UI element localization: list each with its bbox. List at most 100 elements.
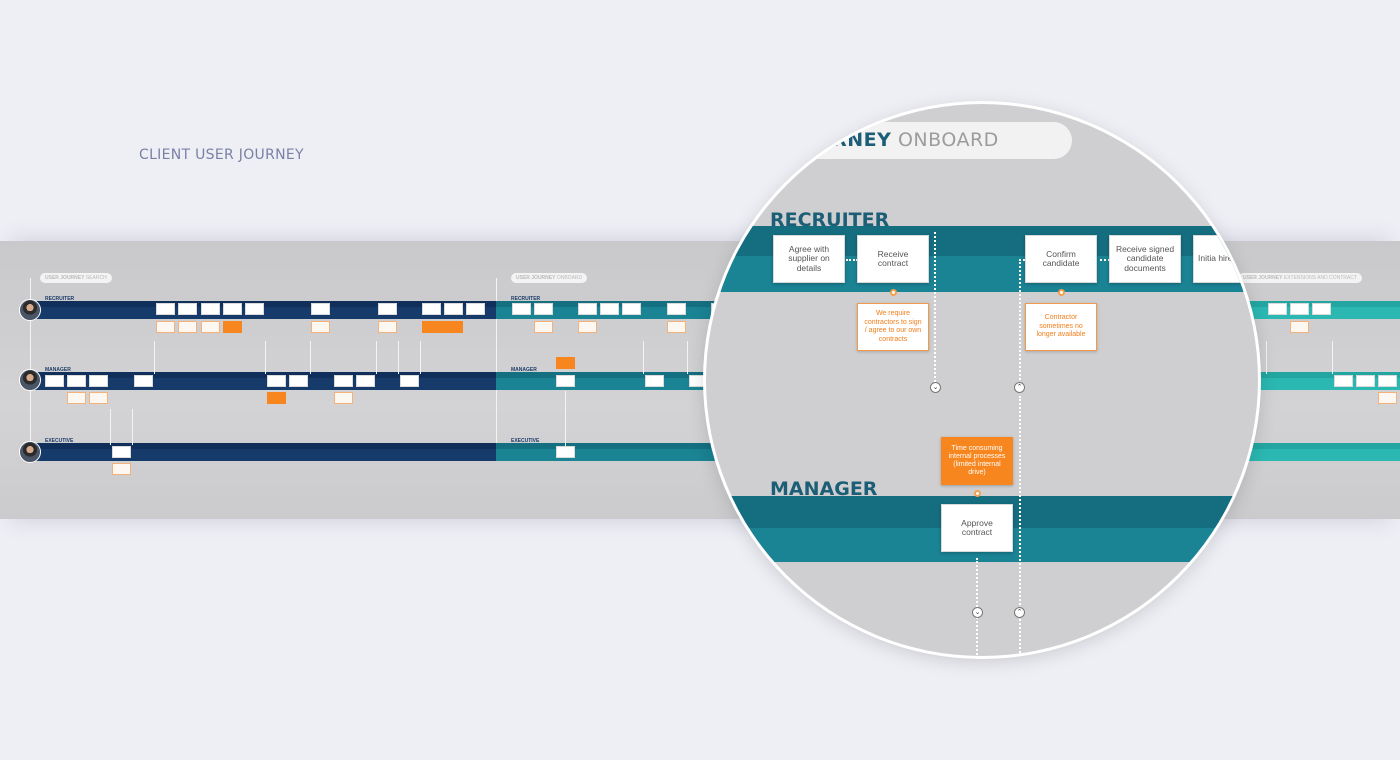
connector-line [132,409,133,445]
connector-line [1266,341,1267,374]
section-divider [30,278,31,453]
lane-executive-extensions [1240,443,1400,461]
step-card [1290,303,1309,315]
step-card [201,303,220,315]
magnifier-lens: JOURNEY ONBOARD RECRUITER MANAGER Agree … [706,104,1258,656]
step-card [622,303,641,315]
note-card [534,321,553,333]
connector-line [376,341,377,374]
zoom-connector [1019,259,1025,261]
step-card [556,375,575,387]
step-card [1378,375,1397,387]
step-card [667,303,686,315]
collapse-chevron-icon[interactable]: ⌄ [930,382,941,393]
lane-label-manager: MANAGER [511,367,537,373]
step-card [134,375,153,387]
connector-line [687,341,688,374]
pain-card [223,321,242,333]
zoom-lane-label-recruiter: RECRUITER [770,209,890,231]
expand-chevron-icon[interactable]: ⌃ [1014,382,1025,393]
step-card [223,303,242,315]
step-card [600,303,619,315]
connector-line [110,409,111,445]
note-card [67,392,86,404]
connector-line [643,341,644,374]
step-card [245,303,264,315]
zoom-connector [1019,259,1021,384]
step-card [556,446,575,458]
step-card [267,375,286,387]
note-card [378,321,397,333]
note-card [1290,321,1309,333]
note-card [201,321,220,333]
step-receive-contract: Receive contract [857,235,929,283]
note-dot [974,490,981,497]
step-card [578,303,597,315]
lane-label-recruiter: RECRUITER [45,296,75,302]
connector-line [1332,341,1333,374]
note-card [334,392,353,404]
pain-card [267,392,286,404]
pain-card [422,321,463,333]
step-card [1312,303,1331,315]
step-card [1334,375,1353,387]
step-card [645,375,664,387]
lane-executive-search [30,443,496,461]
note-card [667,321,686,333]
step-card [67,375,86,387]
step-receive-signed-documents: Receive signed candidate documents [1109,235,1181,283]
note-dot [1058,289,1065,296]
note-card [578,321,597,333]
zoom-lane-label-manager: MANAGER [770,478,878,500]
lane-label-executive: EXECUTIVE [511,438,540,444]
lane-label-manager: MANAGER [45,367,71,373]
step-card [45,375,64,387]
step-card [1268,303,1287,315]
zoom-connector [846,259,858,261]
step-initiate-hire: Initia hire s [1193,235,1258,283]
note-card [178,321,197,333]
step-confirm-candidate: Confirm candidate [1025,235,1097,283]
note-dot [890,289,897,296]
lane-manager-extensions [1240,372,1400,390]
note-card [311,321,330,333]
pain-time-consuming: Time consuming internal processes (limit… [941,437,1013,485]
note-card [156,321,175,333]
step-card [334,375,353,387]
step-card [378,303,397,315]
manager-avatar [19,369,41,391]
connector-line [154,341,155,374]
section-tag-search: USER JOURNEY SEARCH [40,273,112,283]
step-card [444,303,463,315]
section-tag-onboard: USER JOURNEY ONBOARD [511,273,588,283]
step-card [112,446,131,458]
note-card [89,392,108,404]
zoom-connector [1019,396,1021,656]
step-card [289,375,308,387]
step-card [422,303,441,315]
step-card [466,303,485,315]
connector-line [310,341,311,374]
lane-label-recruiter: RECRUITER [511,296,541,302]
section-tag-extensions: USER JOURNEY EXTENSIONS AND CONTRACT [1238,273,1362,283]
collapse-chevron-icon[interactable]: ⌄ [972,607,983,618]
zoom-connector [934,232,936,382]
section-divider [496,278,497,453]
step-card [400,375,419,387]
connector-line [398,341,399,374]
executive-avatar [19,441,41,463]
step-card [1356,375,1375,387]
lane-executive-onboard [496,443,736,461]
note-card [112,463,131,475]
step-card [178,303,197,315]
step-agree-supplier: Agree with supplier on details [773,235,845,283]
expand-chevron-icon[interactable]: ⌃ [1014,607,1025,618]
note-require-contractors: We require contractors to sign / agree t… [857,303,929,351]
step-card [534,303,553,315]
note-card [1378,392,1397,404]
step-approve-contract: Approve contract [941,504,1013,552]
step-card [89,375,108,387]
zoom-connector [1100,259,1110,261]
note-contractor-unavailable: Contractor sometimes no longer available [1025,303,1097,351]
step-card [356,375,375,387]
